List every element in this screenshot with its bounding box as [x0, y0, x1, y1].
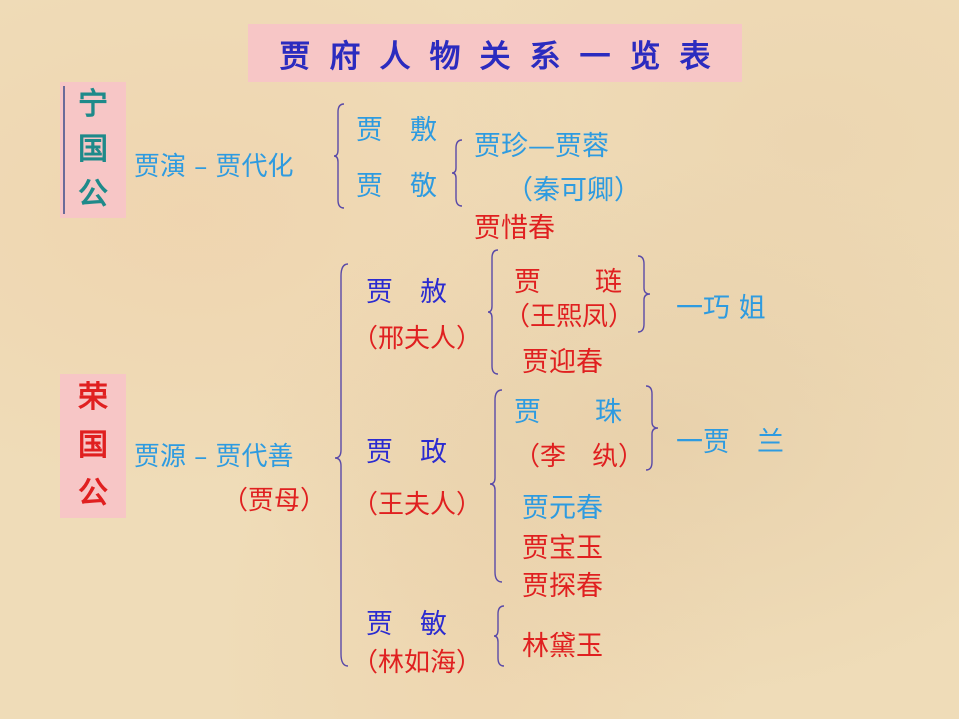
ningguo-jia-xichun: 贾惜春 [474, 213, 555, 244]
rongguo-jia-mu: （贾母） [222, 486, 327, 516]
title-banner: 贾府人物关系一览表 [248, 24, 742, 82]
rongguo-jia-lan: 一贾 兰 [676, 427, 784, 458]
rongguo-jia-baoyu: 贾宝玉 [522, 533, 603, 564]
jia-min-offspring-bracket [493, 605, 505, 667]
ningguo-son-fu: 贾 敷 [356, 115, 437, 146]
diagram-title: 贾府人物关系一览表 [279, 38, 730, 75]
rongguo-label-char: 公 [78, 476, 108, 511]
rongguo-jia-yuanchun: 贾元春 [522, 493, 603, 524]
ningguo-label-char: 国 [78, 131, 108, 167]
ningguo-son-jing: 贾 敬 [356, 171, 437, 202]
jia-zheng-offspring-bracket [489, 389, 503, 583]
zhu-liwan-bracket [645, 385, 659, 471]
rongguo-jia-zheng: 贾 政 [366, 437, 447, 468]
rongguo-children-bracket [334, 263, 349, 667]
ningguo-label-char: 宁 [78, 86, 108, 122]
rongguo-jia-tanchun: 贾探春 [522, 571, 603, 602]
ningguo-grandchildren-bracket [451, 139, 463, 207]
rongguo-li-wan: （李 纨） [514, 442, 645, 472]
rongguo-qiaojie: 一巧 姐 [676, 293, 766, 324]
rongguo-jia-lian: 贾 琏 [514, 267, 622, 298]
ningguo-jiazhen-jiarong: 贾珍—贾蓉 [474, 131, 609, 162]
ningguo-qin-keqing: （秦可卿） [506, 175, 641, 206]
ningguo-label-rule [63, 86, 65, 214]
ningguo-label: 宁 国 公 [60, 82, 126, 218]
rongguo-label-char: 国 [78, 428, 108, 463]
rongguo-xing-furen: （邢夫人） [352, 324, 483, 354]
ningguo-sons-bracket [333, 103, 345, 209]
rongguo-jia-min: 贾 敏 [366, 609, 447, 640]
rongguo-jia-zhu: 贾 珠 [514, 397, 622, 428]
rongguo-lin-daiyu: 林黛玉 [522, 631, 603, 662]
lian-xifeng-bracket [637, 255, 651, 333]
rongguo-jia-she: 贾 赦 [366, 277, 447, 308]
jia-she-offspring-bracket [487, 249, 499, 375]
ningguo-label-char: 公 [78, 177, 108, 213]
rongguo-wang-furen: （王夫人） [352, 490, 483, 520]
rongguo-label: 荣 国 公 [60, 374, 126, 518]
ningguo-ancestors: 贾演 – 贾代化 [134, 152, 294, 182]
rongguo-wang-xifeng: （王熙凤） [504, 302, 635, 332]
rongguo-jia-yingchun: 贾迎春 [522, 347, 603, 378]
rongguo-ancestors: 贾源 – 贾代善 [134, 442, 294, 472]
rongguo-label-char: 荣 [78, 380, 108, 415]
rongguo-lin-ruhai: （林如海） [352, 648, 483, 678]
